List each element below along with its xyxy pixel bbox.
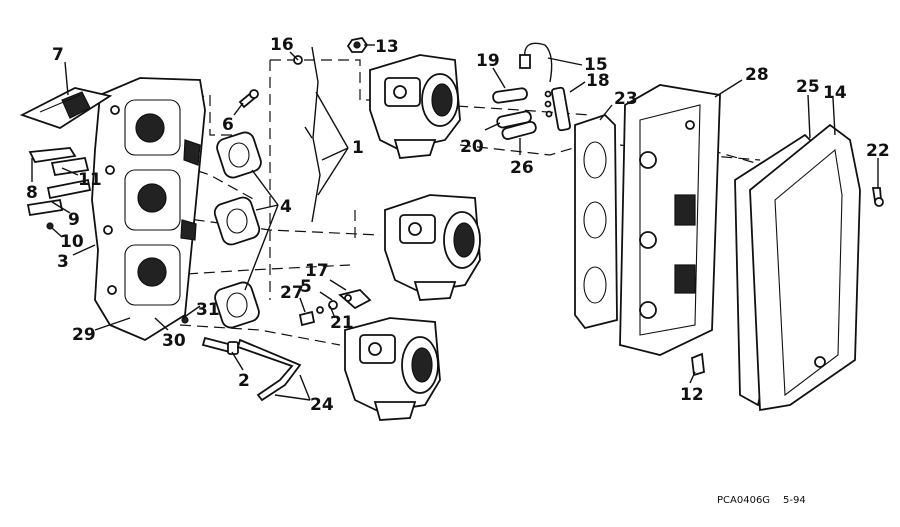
callout-9: 9 bbox=[68, 210, 80, 230]
callout-8: 8 bbox=[26, 183, 38, 203]
nut-13 bbox=[346, 37, 369, 53]
callout-2: 2 bbox=[238, 371, 250, 391]
callout-20: 20 bbox=[460, 137, 484, 157]
intake-cover-gasket bbox=[574, 113, 618, 330]
figure-code: PCA0406G bbox=[717, 495, 770, 506]
callout-29: 29 bbox=[72, 325, 96, 345]
callout-22: 22 bbox=[866, 141, 890, 161]
callout-1: 1 bbox=[352, 138, 364, 158]
callout-10: 10 bbox=[60, 232, 84, 252]
carburetor-top bbox=[369, 54, 461, 159]
carburetor-middle bbox=[384, 194, 481, 301]
figure-date: 5-94 bbox=[783, 495, 806, 506]
reed-valve-block bbox=[19, 87, 113, 129]
intake-manifold bbox=[619, 84, 721, 356]
callout-24: 24 bbox=[310, 395, 334, 415]
figure-footer: PCA0406G 5-94 bbox=[717, 495, 806, 506]
callout-6: 6 bbox=[222, 115, 234, 135]
reed-stops-and-screws bbox=[26, 147, 189, 324]
callout-23: 23 bbox=[614, 89, 638, 109]
callout-27: 27 bbox=[280, 283, 304, 303]
callout-14: 14 bbox=[823, 83, 847, 103]
callout-labels: 7 8 11 9 10 3 29 30 31 6 4 16 13 1 17 27… bbox=[26, 35, 890, 415]
callout-7: 7 bbox=[52, 45, 64, 65]
callout-30: 30 bbox=[162, 331, 186, 351]
choke-linkage-parts bbox=[298, 289, 372, 327]
carburetor-gaskets bbox=[213, 131, 262, 329]
callout-5: 5 bbox=[300, 277, 312, 297]
callout-3: 3 bbox=[57, 252, 69, 272]
callout-28: 28 bbox=[745, 65, 769, 85]
callout-19: 19 bbox=[476, 51, 500, 71]
callout-25: 25 bbox=[796, 77, 820, 97]
callout-11: 11 bbox=[78, 170, 102, 190]
callout-4: 4 bbox=[280, 197, 292, 217]
bolt-2 bbox=[201, 336, 239, 355]
callout-31: 31 bbox=[196, 300, 220, 320]
callout-17: 17 bbox=[305, 261, 329, 281]
throttle-linkage-rod bbox=[293, 46, 321, 223]
carburetor-bottom bbox=[344, 317, 441, 421]
callout-15: 15 bbox=[584, 55, 608, 75]
callout-21: 21 bbox=[330, 313, 354, 333]
callout-16: 16 bbox=[270, 35, 294, 55]
drain-hose bbox=[236, 338, 302, 402]
fuel-hoses-and-fittings bbox=[492, 42, 571, 140]
callout-13: 13 bbox=[375, 37, 399, 57]
leader-lines bbox=[31, 44, 879, 401]
callout-12: 12 bbox=[680, 385, 704, 405]
cover-screws bbox=[691, 187, 884, 377]
callout-18: 18 bbox=[586, 71, 610, 91]
callout-26: 26 bbox=[510, 158, 534, 178]
silencer-cover bbox=[749, 123, 861, 412]
carburetor-adapter-plate bbox=[91, 77, 206, 342]
bolt-6 bbox=[238, 89, 259, 109]
